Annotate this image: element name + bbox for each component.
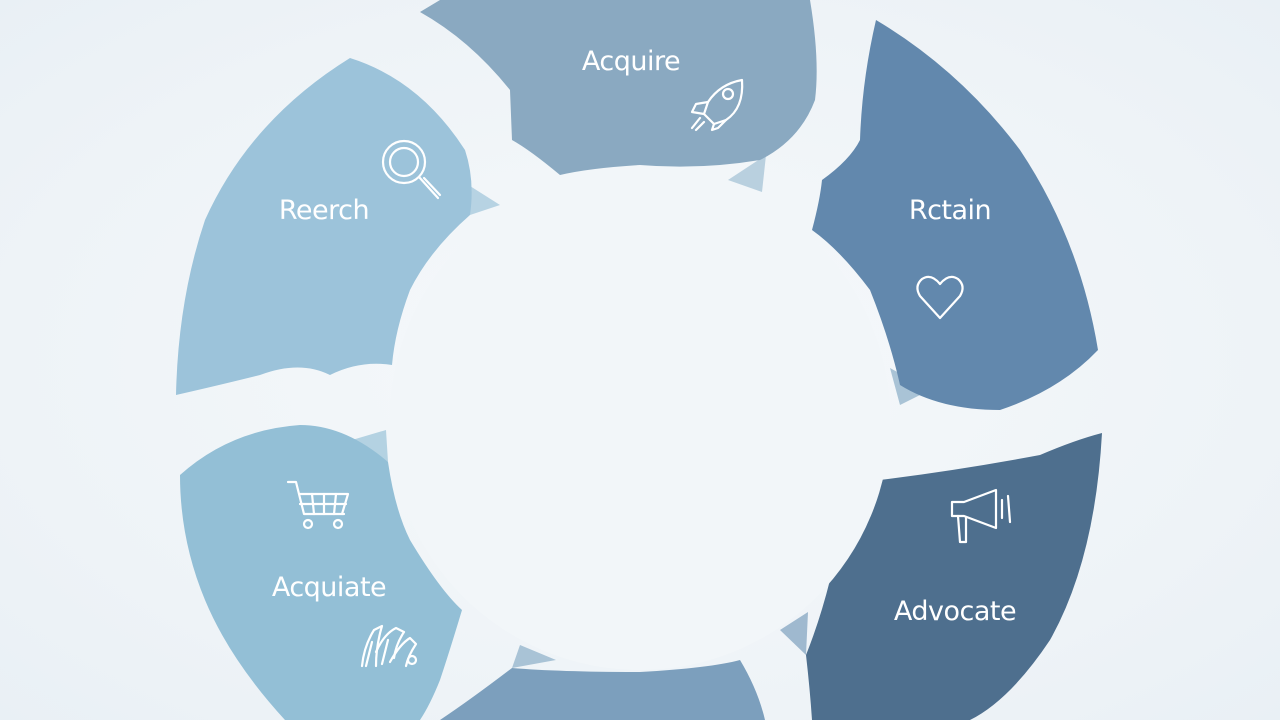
- label-advocate: Advocate: [894, 596, 1016, 627]
- label-acquire: Acquire: [582, 46, 680, 77]
- segment-retain[interactable]: [812, 20, 1098, 410]
- segment-bottom[interactable]: [440, 660, 765, 720]
- connector-wedge-bottom-right: [780, 612, 808, 655]
- label-research: Reerch: [279, 195, 369, 226]
- cart-icon: [286, 480, 350, 530]
- heart-icon: [916, 275, 964, 320]
- magnifier-icon: [381, 139, 442, 200]
- center-circle: [390, 170, 890, 670]
- label-retain: Rctain: [909, 195, 991, 226]
- rocket-icon: [690, 78, 744, 132]
- segment-advocate[interactable]: [806, 433, 1102, 720]
- label-acquiate: Acquiate: [272, 572, 386, 603]
- connector-wedge-bottom-left: [512, 645, 556, 668]
- megaphone-icon: [950, 488, 1012, 544]
- connector-wedge-left-upper: [470, 186, 500, 215]
- handshake-icon: [360, 624, 418, 668]
- connector-wedge-top-right: [728, 155, 766, 192]
- connector-wedge-left-lower: [352, 430, 388, 462]
- segment-acquiate[interactable]: [180, 425, 462, 720]
- segment-acquire-top[interactable]: [420, 0, 817, 175]
